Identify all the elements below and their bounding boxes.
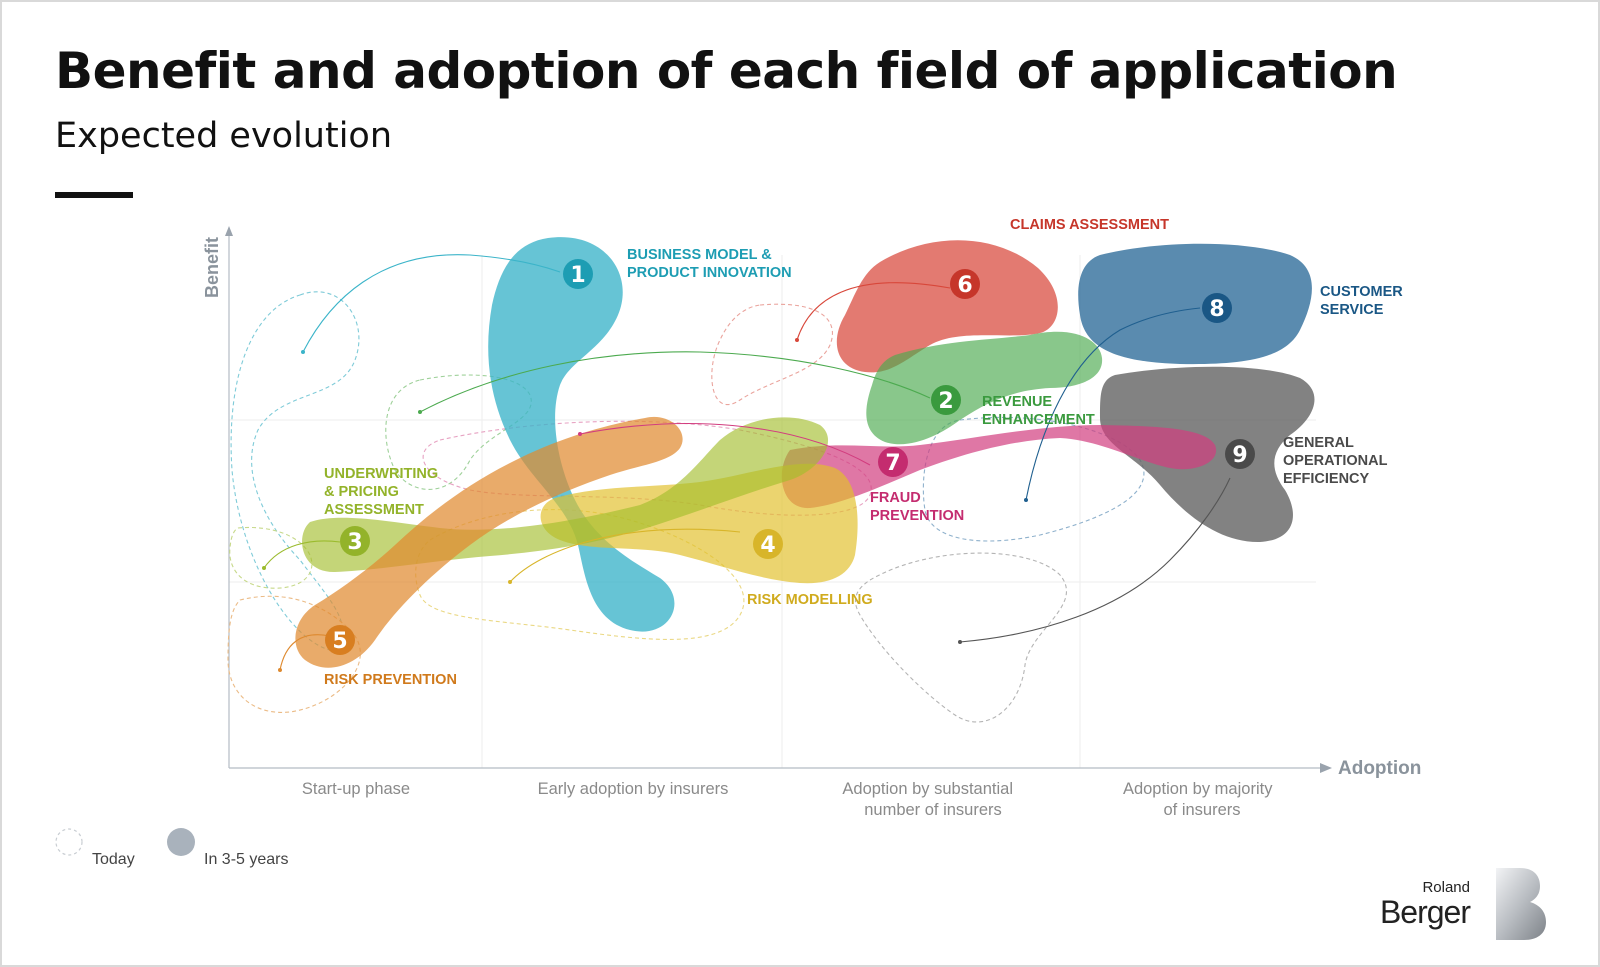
svg-text:6: 6 (957, 273, 972, 298)
marker-field-2: 2 (931, 385, 961, 415)
future-shapes (295, 237, 1315, 668)
logo-b-mark (1496, 868, 1546, 940)
marker-field-7: 7 (878, 447, 908, 477)
logo-berger-text: Berger (1379, 894, 1471, 930)
shape-field-1 (488, 237, 675, 632)
label-field-5: RISK PREVENTION (324, 672, 457, 688)
page-title: Benefit and adoption of each field of ap… (55, 42, 1398, 100)
chart-axes (225, 226, 1332, 773)
today-outline-3 (229, 526, 313, 589)
marker-field-8: 8 (1202, 293, 1232, 323)
label-field-3: UNDERWRITING & PRICING ASSESSMENT (324, 466, 442, 518)
shape-field-2 (866, 331, 1103, 445)
x-tick-majority: Adoption by majority of insurers (1123, 780, 1277, 819)
marker-field-1: 1 (563, 259, 593, 289)
marker-field-9: 9 (1225, 439, 1255, 469)
arrow-field-4 (509, 528, 741, 583)
arrow-field-2 (419, 351, 931, 413)
title-underline (55, 192, 133, 198)
logo-roland-text: Roland (1422, 879, 1470, 896)
roland-berger-logo: Roland Berger (1380, 868, 1550, 948)
x-tick-early: Early adoption by insurers (538, 780, 729, 798)
label-field-4: RISK MODELLING (747, 592, 873, 608)
shape-field-5 (295, 416, 683, 668)
label-field-8: CUSTOMER SERVICE (1320, 284, 1407, 318)
x-tick-substantial: Adoption by substantial number of insure… (842, 780, 1017, 819)
page-subtitle: Expected evolution (55, 116, 393, 156)
today-outline-4 (415, 509, 745, 640)
svg-text:4: 4 (760, 533, 775, 558)
shape-field-6 (836, 240, 1058, 373)
movement-arrows (262, 254, 1231, 672)
today-outline-1 (230, 291, 360, 651)
arrow-field-3 (263, 540, 341, 569)
x-category-labels: Start-up phase Early adoption by insurer… (302, 780, 1277, 819)
today-outline-8 (922, 416, 1145, 542)
today-outline-9 (855, 552, 1067, 723)
label-field-7: FRAUD PREVENTION (870, 490, 964, 524)
svg-text:9: 9 (1232, 443, 1247, 468)
shape-field-8 (1078, 243, 1312, 365)
legend-future-symbol (167, 828, 195, 856)
label-field-2: REVENUE ENHANCEMENT (982, 394, 1095, 428)
x-axis-label: Adoption (1338, 758, 1421, 779)
shape-field-7 (781, 425, 1217, 509)
marker-field-4: 4 (753, 529, 783, 559)
arrow-field-7 (579, 423, 871, 466)
field-markers: 1 2 3 4 5 6 7 8 9 (325, 259, 1255, 655)
label-field-9: GENERAL OPERATIONAL EFFICIENCY (1283, 435, 1391, 487)
arrow-field-5 (279, 634, 331, 671)
x-tick-startup: Start-up phase (302, 780, 410, 798)
svg-text:1: 1 (570, 263, 585, 288)
legend-today-label: Today (92, 851, 135, 868)
svg-text:3: 3 (347, 530, 362, 555)
label-field-6: CLAIMS ASSESSMENT (1010, 217, 1169, 233)
svg-text:7: 7 (885, 451, 900, 476)
arrow-field-1 (302, 254, 561, 353)
today-outline-2 (385, 374, 532, 490)
arrow-field-8 (1025, 307, 1201, 501)
marker-field-5: 5 (325, 625, 355, 655)
y-axis-label: Benefit (202, 237, 222, 298)
x-axis-arrow (1320, 763, 1332, 773)
arrow-field-6 (796, 282, 951, 341)
legend-today-symbol (55, 828, 83, 856)
label-field-1: BUSINESS MODEL & PRODUCT INNOVATION (627, 247, 792, 281)
svg-text:8: 8 (1209, 297, 1224, 322)
y-axis-arrow (225, 226, 233, 236)
marker-field-3: 3 (340, 526, 370, 556)
marker-field-6: 6 (950, 269, 980, 299)
arrow-field-9 (959, 477, 1231, 643)
field-labels: BUSINESS MODEL & PRODUCT INNOVATION REVE… (324, 217, 1407, 688)
svg-text:5: 5 (332, 629, 347, 654)
today-outline-6 (711, 303, 833, 406)
svg-text:2: 2 (938, 389, 953, 414)
legend-future-label: In 3-5 years (204, 851, 289, 868)
